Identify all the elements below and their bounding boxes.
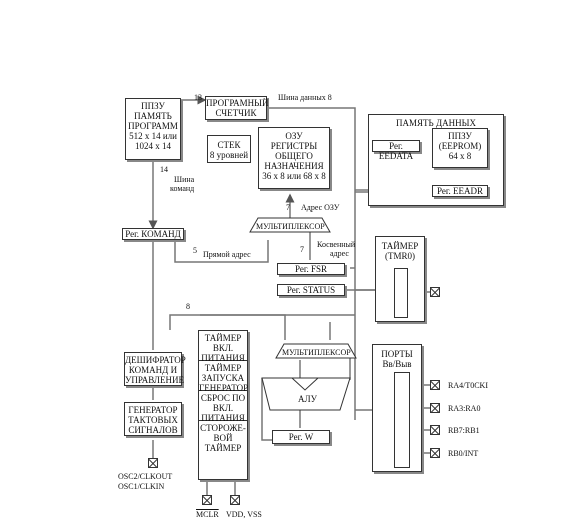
data-memory-title: ПАМЯТЬ ДАННЫХ: [396, 118, 476, 128]
rb0-label: RB0/INT: [448, 449, 479, 458]
decoder-line1: ДЕШИФРАТОР: [125, 355, 186, 365]
port-latch-column: [394, 372, 410, 468]
cmd-bus-label2: команд: [170, 184, 195, 193]
decoder-line3: УПРАВЛЕНИЕ: [125, 375, 184, 385]
power-on-reset: СБРОС ПО ВКЛ. ПИТАНИЯ: [199, 393, 247, 423]
bus13-label: 13: [194, 93, 202, 102]
mux2-label: МУЛЬТИПЛЕКСОР: [282, 348, 351, 357]
stack-line2: 8 уровней: [209, 150, 249, 160]
power-up-timer: ТАЙМЕР ВКЛ. ПИТАНИЯ: [199, 331, 247, 363]
rom-line5: 1024 х 14: [135, 141, 171, 151]
timer-line1: ТАЙМЕР: [381, 241, 419, 251]
alu-label: АЛУ: [298, 394, 317, 404]
rom-line4: 512 х 14 или: [129, 131, 177, 141]
eedata-register: Рег. EEDATA: [372, 140, 420, 161]
ram-addr-label: Адрес ОЗУ: [301, 203, 340, 212]
ram-line3: ОБЩЕГО: [275, 151, 313, 161]
osc-label1: OSC2/CLKOUT: [118, 472, 173, 481]
rom-line3: ПРОГРАММ: [128, 121, 178, 131]
eeprom-line3: 64 х 8: [448, 151, 472, 161]
gen-line3: СИГНАЛОВ: [128, 425, 178, 435]
fsr-register: Рег. FSR: [277, 263, 345, 275]
rb7-label: RB7:RB1: [448, 426, 480, 435]
status-register: Рег. STATUS: [277, 284, 345, 296]
decoder-line2: КОМАНД И: [128, 365, 178, 375]
pc-line2: СЧЕТЧИК: [215, 108, 257, 118]
ports-line1: ПОРТЫ: [381, 349, 413, 359]
ram-box: ОЗУ РЕГИСТРЫ ОБЩЕГО НАЗНАЧЕНИЯ 36 х 8 ил…: [258, 127, 330, 189]
ra3-pin-icon: [430, 403, 440, 413]
indirect-addr-width: 7: [300, 245, 304, 254]
rb7-pin-icon: [430, 425, 440, 435]
ram-line5: 36 х 8 или 68 х 8: [262, 171, 326, 181]
indirect-addr-label2: адрес: [330, 249, 349, 258]
rom-line1: ППЗУ: [141, 101, 165, 111]
instruction-register: Рег. КОМАНД: [122, 228, 184, 240]
eeprom-line1: ППЗУ: [448, 131, 472, 141]
gen-line2: ТАКТОВЫХ: [128, 415, 178, 425]
stack-box: СТЕК 8 уровней: [207, 135, 251, 163]
mux1-label: МУЛЬТИПЛЕКСОР: [256, 222, 325, 231]
mclr-label: MCLR: [196, 510, 219, 519]
eeadr-register: Рег. EEADR: [432, 185, 488, 197]
rom-line2: ПАМЯТЬ: [134, 111, 172, 121]
ram-line4: НАЗНАЧЕНИЯ: [264, 161, 324, 171]
ra3-label: RA3:RA0: [448, 404, 481, 413]
timer-counter: [394, 268, 408, 318]
vdd-label: VDD, VSS: [226, 510, 262, 519]
indirect-addr-label1: Косвенный: [317, 240, 356, 249]
direct-addr-label: Прямой адрес: [203, 250, 251, 259]
mclr-pin-icon: [202, 495, 212, 505]
rb0-pin-icon: [430, 448, 440, 458]
w-register: Рег. W: [272, 430, 330, 444]
cmd-bus-width: 14: [160, 165, 168, 174]
direct-addr-width: 5: [193, 246, 197, 255]
program-memory-box: ППЗУ ПАМЯТЬ ПРОГРАММ 512 х 14 или 1024 х…: [125, 98, 181, 160]
watchdog-timer: СТОРОЖЕ-ВОЙ ТАЙМЕР: [200, 423, 246, 453]
gen-line1: ГЕНЕРАТОР: [128, 405, 178, 415]
ra4-label: RA4/T0CKI: [448, 381, 488, 390]
data-bus-label: Шина данных 8: [278, 93, 332, 102]
clock-generator-box: ГЕНЕРАТОР ТАКТОВЫХ СИГНАЛОВ: [124, 402, 182, 436]
ram-addr-width: 7: [286, 203, 290, 212]
control-block: ТАЙМЕР ВКЛ. ПИТАНИЯ ТАЙМЕР ЗАПУСКА ГЕНЕР…: [198, 330, 248, 480]
eeprom-box: ППЗУ (EEPROM) 64 х 8: [432, 128, 488, 168]
ports-line2: Вв/Выв: [382, 359, 412, 369]
vdd-pin-icon: [230, 495, 240, 505]
cmd-bus-label1: Шина: [174, 175, 195, 184]
stack-line1: СТЕК: [217, 140, 241, 150]
oscillator-start-timer: ТАЙМЕР ЗАПУСКА ГЕНЕРАТОР: [199, 363, 249, 393]
ram-line2: РЕГИСТРЫ: [270, 141, 318, 151]
ram-line1: ОЗУ: [285, 131, 303, 141]
ra4-pin-icon: [430, 380, 440, 390]
eeprom-line2: (EEPROM): [438, 141, 482, 151]
osc-label2: OSC1/CLKIN: [118, 482, 165, 491]
pc-line1: ПРОГРАМНЫЙ: [206, 98, 269, 108]
bus8-label: 8: [186, 302, 190, 311]
timer-line2: (TMR0): [385, 251, 415, 261]
program-counter-box: ПРОГРАМНЫЙ СЧЕТЧИК: [205, 96, 269, 120]
timer-pin-icon: [430, 287, 440, 297]
osc-pin-icon: [148, 458, 158, 468]
decoder-box: ДЕШИФРАТОР КОМАНД И УПРАВЛЕНИЕ: [124, 352, 186, 386]
